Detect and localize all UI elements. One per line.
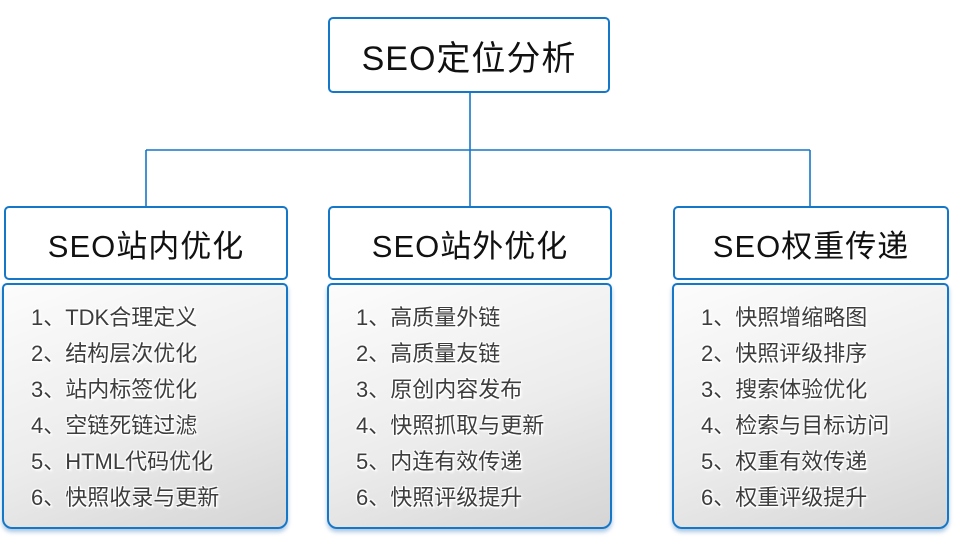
list-item: 6、快照收录与更新 <box>31 485 220 510</box>
list-item: 4、检索与目标访问 <box>701 413 890 438</box>
onsite-list-panel: 1、TDK合理定义 2、结构层次优化 3、站内标签优化 4、空链死链过滤 5、H… <box>2 283 288 529</box>
onsite-title: SEO站内优化 <box>47 228 245 264</box>
list-item: 5、HTML代码优化 <box>31 449 214 474</box>
list-item: 1、快照增缩略图 <box>701 305 868 330</box>
list-item: 4、快照抓取与更新 <box>356 413 545 438</box>
list-item: 3、搜索体验优化 <box>701 377 868 402</box>
list-item: 2、结构层次优化 <box>31 341 198 366</box>
list-item: 3、站内标签优化 <box>31 377 198 402</box>
list-item: 2、高质量友链 <box>356 341 501 366</box>
node-onsite-header: SEO站内优化 <box>4 206 288 280</box>
list-item: 6、快照评级提升 <box>356 485 523 510</box>
list-item: 5、权重有效传递 <box>701 449 868 474</box>
node-weight-header: SEO权重传递 <box>673 206 949 280</box>
list-item: 5、内连有效传递 <box>356 449 523 474</box>
node-root: SEO定位分析 <box>328 17 610 93</box>
list-item: 3、原创内容发布 <box>356 377 523 402</box>
list-item: 1、TDK合理定义 <box>31 305 198 330</box>
list-item: 2、快照评级排序 <box>701 341 868 366</box>
offsite-list-panel: 1、高质量外链 2、高质量友链 3、原创内容发布 4、快照抓取与更新 5、内连有… <box>327 283 612 529</box>
offsite-title: SEO站外优化 <box>371 228 569 264</box>
list-item: 6、权重评级提升 <box>701 485 868 510</box>
node-offsite-header: SEO站外优化 <box>328 206 612 280</box>
connector-path <box>145 93 811 206</box>
root-label: SEO定位分析 <box>361 39 577 78</box>
list-item: 4、空链死链过滤 <box>31 413 198 438</box>
list-item: 1、高质量外链 <box>356 305 501 330</box>
weight-list-panel: 1、快照增缩略图 2、快照评级排序 3、搜索体验优化 4、检索与目标访问 5、权… <box>672 283 949 529</box>
weight-title: SEO权重传递 <box>712 228 910 264</box>
